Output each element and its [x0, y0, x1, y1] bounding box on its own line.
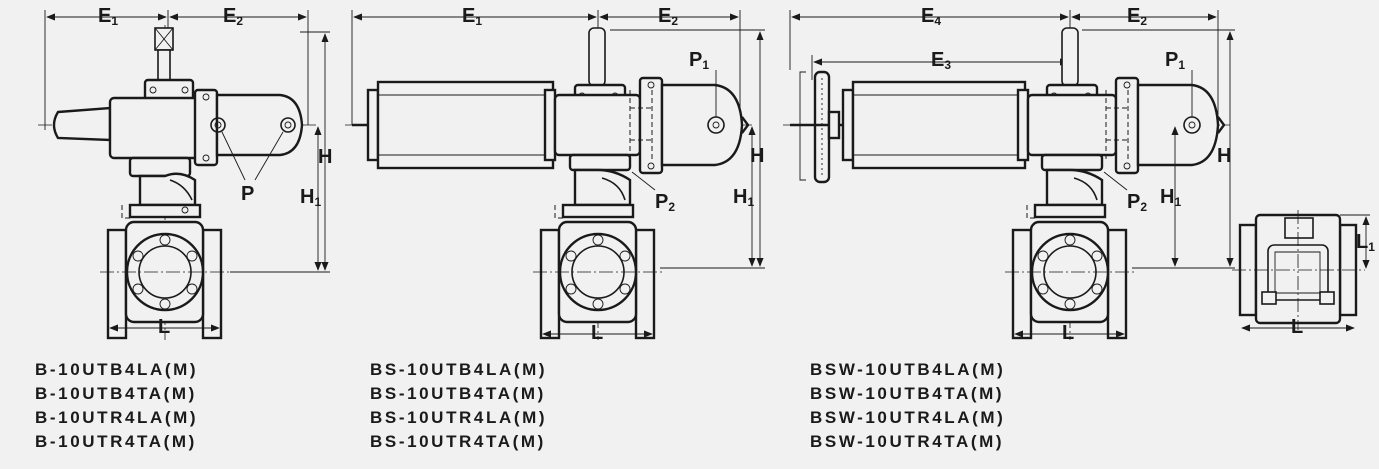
label-e1-b: E1 — [98, 5, 118, 28]
valve-drawing-bsw: E4 E2 E3 — [783, 5, 1235, 344]
dim-h-b: H — [318, 33, 332, 271]
model-bsw-3: BSW-10UTR4LA(M) — [810, 408, 1006, 427]
model-bsw-4: BSW-10UTR4TA(M) — [810, 432, 1005, 451]
valve-drawing-bs: E1 E2 P1 — [345, 5, 765, 344]
dim-l-b: L — [109, 316, 220, 338]
label-h-bsw: H — [1217, 145, 1231, 167]
label-l-b: L — [158, 316, 170, 338]
label-h-b: H — [318, 146, 332, 168]
label-p: P — [241, 183, 254, 205]
model-b-1: B-10UTB4LA(M) — [35, 360, 199, 379]
valve-section-view: L1 L — [1232, 210, 1375, 338]
model-list-bs: BS-10UTB4LA(M) BS-10UTB4TA(M) BS-10UTR4L… — [370, 358, 547, 454]
label-e2-bsw: E2 — [1127, 5, 1147, 28]
label-e3-bsw: E3 — [931, 49, 951, 72]
label-e2-b: E2 — [223, 5, 243, 28]
dim-l-bsw: L — [1014, 322, 1125, 344]
model-bs-3: BS-10UTR4LA(M) — [370, 408, 548, 427]
model-bsw-2: BSW-10UTB4TA(M) — [810, 384, 1005, 403]
valve-drawing-b: E1 E2 P — [38, 5, 332, 340]
model-b-3: B-10UTR4LA(M) — [35, 408, 199, 427]
model-bsw-1: BSW-10UTB4LA(M) — [810, 360, 1006, 379]
model-bs-4: BS-10UTR4TA(M) — [370, 432, 546, 451]
label-h1-bsw: H1 — [1160, 186, 1181, 209]
label-p2-bsw: P2 — [1127, 191, 1147, 214]
label-l-section: L — [1291, 316, 1303, 338]
label-h1-b: H1 — [300, 186, 321, 209]
dim-e3-bsw: E3 — [813, 49, 1069, 72]
label-l-bsw: L — [1062, 322, 1074, 344]
model-b-2: B-10UTB4TA(M) — [35, 384, 197, 403]
dim-l1-section: L1 — [1356, 216, 1375, 269]
label-h1-bs: H1 — [733, 186, 754, 209]
label-p1-bs: P1 — [689, 49, 709, 72]
dim-e1-b: E1 — [46, 5, 167, 28]
model-bs-1: BS-10UTB4LA(M) — [370, 360, 548, 379]
label-e4-bsw: E4 — [921, 5, 941, 28]
dim-e2-b: E2 — [169, 5, 307, 28]
dim-h1-bs: H1 — [733, 126, 756, 267]
label-l-bs: L — [591, 322, 603, 344]
dim-h1-bsw: H1 — [1160, 126, 1181, 267]
dim-l-bs: L — [542, 322, 653, 344]
label-e2-bs: E2 — [658, 5, 678, 28]
dim-h-bsw: H — [1217, 31, 1234, 267]
dim-e1-bs: E1 — [353, 5, 597, 28]
model-b-4: B-10UTR4TA(M) — [35, 432, 197, 451]
dim-h1-b: H1 — [300, 126, 322, 271]
dim-l-section: L — [1241, 316, 1355, 338]
label-e1-bs: E1 — [462, 5, 482, 28]
label-p1-bsw: P1 — [1165, 49, 1185, 72]
dim-e2-bs: E2 — [599, 5, 739, 28]
dim-e4-bsw: E4 — [791, 5, 1069, 28]
model-list-b: B-10UTB4LA(M) B-10UTB4TA(M) B-10UTR4LA(M… — [35, 358, 198, 454]
model-list-bsw: BSW-10UTB4LA(M) BSW-10UTB4TA(M) BSW-10UT… — [810, 358, 1005, 454]
label-p2-bs: P2 — [655, 191, 675, 214]
dim-e2-bsw: E2 — [1071, 5, 1217, 28]
model-bs-2: BS-10UTB4TA(M) — [370, 384, 546, 403]
label-l1-section: L1 — [1356, 231, 1375, 254]
